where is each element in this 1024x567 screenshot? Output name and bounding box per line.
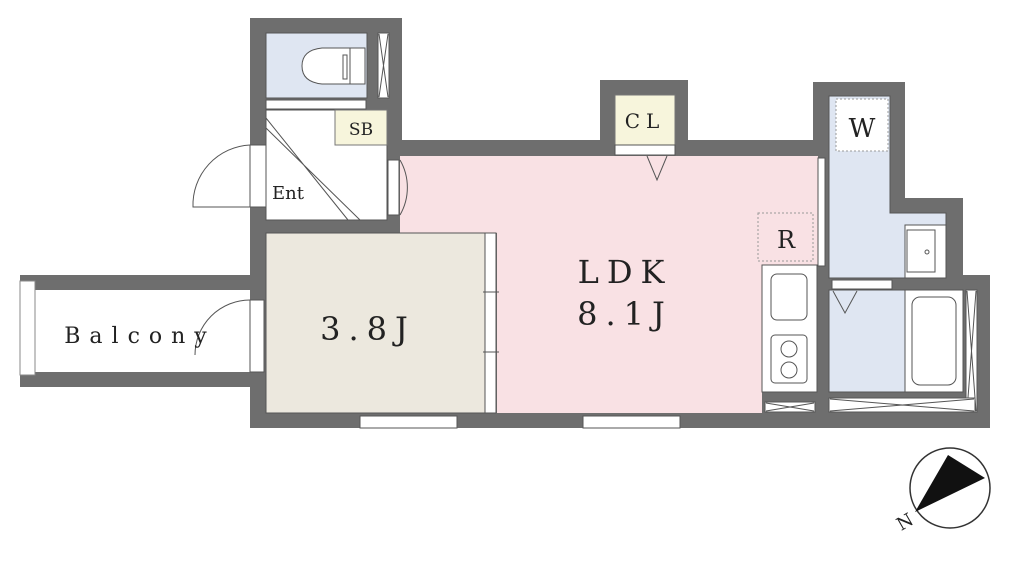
washer-label: W <box>849 114 876 144</box>
balcony-label: Balcony <box>64 324 215 349</box>
toilet-icon <box>301 47 366 85</box>
shoe-box <box>334 109 388 146</box>
compass-icon <box>909 447 991 529</box>
ldk-door[interactable] <box>387 159 408 216</box>
ldk-room <box>400 156 818 413</box>
washer-space <box>835 98 889 152</box>
sink-icon <box>770 273 808 321</box>
window-kitchen <box>764 401 816 413</box>
balcony <box>19 275 255 387</box>
window-ldk <box>582 415 681 429</box>
closet-door-icon <box>646 155 668 182</box>
balcony-door[interactable] <box>194 299 265 373</box>
ldk-size: 8.1J <box>577 295 673 333</box>
western-room-size: 3.8J <box>320 310 416 348</box>
toilet-door[interactable] <box>265 99 367 110</box>
window-western <box>359 415 458 429</box>
window-bath <box>828 289 978 413</box>
closet-label: CL <box>625 109 666 133</box>
shoe-box-label: SB <box>349 120 373 140</box>
western-room <box>265 232 489 414</box>
washbasin-icon <box>904 224 947 279</box>
ldk-name: LDK <box>578 253 673 291</box>
fridge-label: R <box>777 226 796 254</box>
window-toilet <box>377 32 390 99</box>
entrance-label: Ent <box>272 183 305 204</box>
sliding-door[interactable] <box>484 232 497 414</box>
bathtub-icon <box>904 289 964 393</box>
fridge-space <box>757 212 814 262</box>
bath-door[interactable] <box>831 279 893 290</box>
closet <box>614 94 676 146</box>
washroom-door[interactable] <box>817 157 826 267</box>
front-door[interactable] <box>192 144 267 208</box>
kitchen-counter <box>761 264 818 393</box>
compass-north-label: N <box>893 509 917 535</box>
stove-icon <box>770 334 808 384</box>
